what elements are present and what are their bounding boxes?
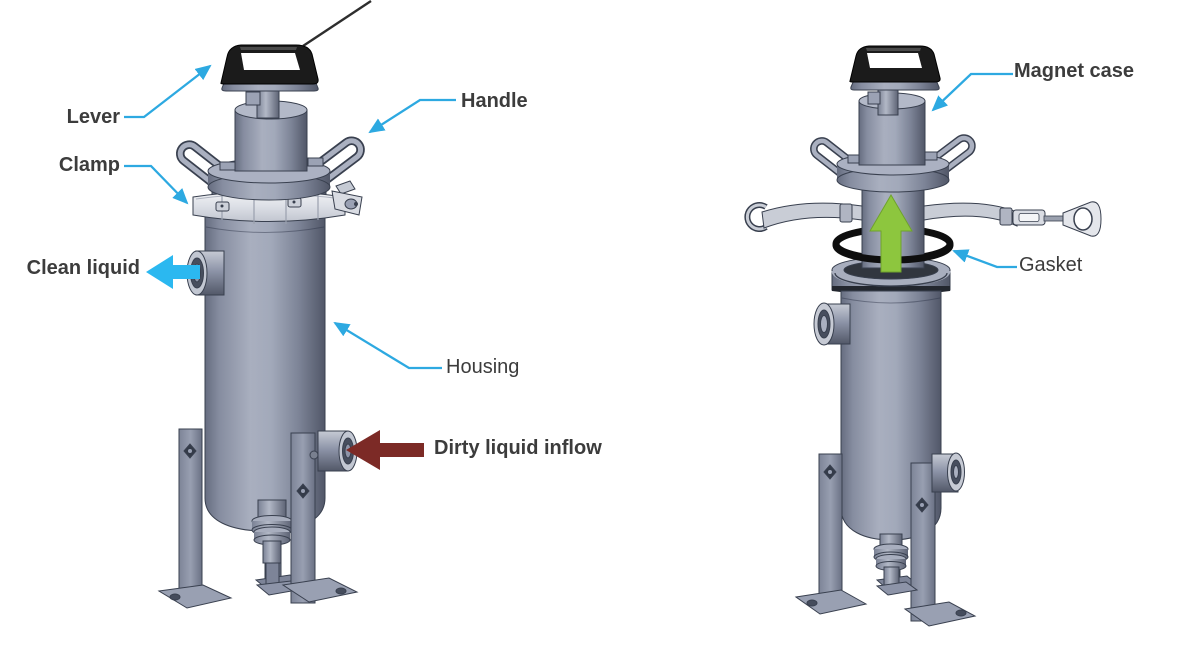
exploded-view: [744, 45, 1102, 627]
lever-grip: [849, 45, 941, 83]
clamp-leader-line: [124, 164, 189, 205]
dirty-liquid-port: [309, 430, 358, 472]
lever-stem: [867, 88, 899, 116]
right-leg: [281, 432, 359, 604]
handle-leader-line: [368, 98, 456, 134]
lift-direction-arrow-icon: [869, 194, 913, 273]
clamp-latch: [331, 180, 363, 216]
clean-liquid-arrow-icon: [146, 255, 200, 289]
label-dirty-liquid-inflow: Dirty liquid inflow: [434, 437, 602, 459]
housing-rim-front: [831, 270, 951, 287]
open-clamp: [744, 201, 1102, 237]
left-leg: [157, 428, 233, 609]
label-lever: Lever: [66, 106, 120, 128]
magnet-case-leader-line: [931, 72, 1013, 112]
label-housing: Housing: [446, 356, 520, 378]
label-gasket: Gasket: [1019, 254, 1083, 276]
left-leg: [794, 453, 868, 615]
drain-outlet: [873, 533, 919, 596]
clean-liquid-port: [813, 302, 851, 346]
drain-outlet: [251, 499, 305, 596]
lever-grip: [220, 44, 319, 85]
stray-line: [302, 0, 372, 48]
gasket-leader-line: [952, 249, 1017, 269]
annotations: [124, 64, 1017, 470]
lever-leader-line: [124, 64, 212, 119]
housing-leader-line: [333, 321, 442, 370]
label-magnet-case: Magnet case: [1014, 60, 1135, 82]
label-clamp: Clamp: [58, 154, 120, 176]
assembled-view: [157, 0, 372, 609]
right-leg: [903, 462, 977, 627]
label-handle: Handle: [461, 90, 528, 112]
dirty-liquid-port: [931, 452, 965, 493]
lever-stem: [245, 87, 280, 119]
wing-nut: [1062, 201, 1102, 237]
dirty-liquid-arrow-icon: [346, 430, 424, 470]
clamp-ring: [192, 180, 363, 224]
label-clean-liquid: Clean liquid: [26, 257, 140, 279]
